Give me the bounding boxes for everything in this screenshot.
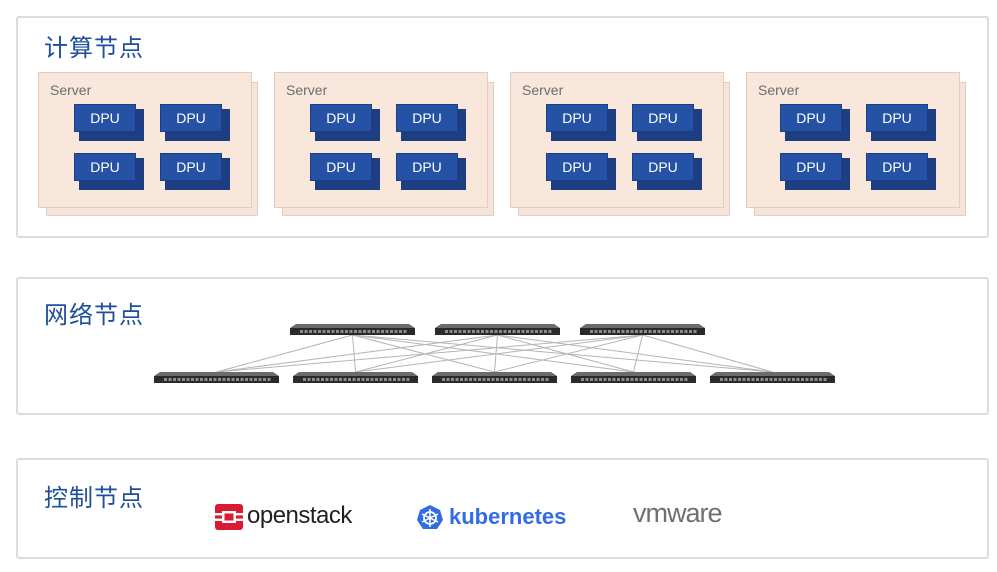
dpu-label: DPU <box>396 104 458 132</box>
dpu-card: DPU <box>74 104 144 141</box>
server-label: Server <box>522 82 564 98</box>
dpu-card: DPU <box>866 153 936 190</box>
dpu-card: DPU <box>546 153 616 190</box>
dpu-label: DPU <box>546 104 608 132</box>
dpu-card: DPU <box>160 104 230 141</box>
server: Server DPU DPU DPU DPU <box>38 72 252 208</box>
server-card: Server DPU DPU DPU DPU <box>38 72 260 218</box>
server-card: Server DPU DPU DPU DPU <box>274 72 496 218</box>
control-section: 控制节点 openstack kubernetes vmware <box>16 458 989 559</box>
network-link <box>352 334 773 373</box>
network-link <box>216 334 643 373</box>
dpu-card: DPU <box>310 104 380 141</box>
compute-section: 计算节点 Server DPU DPU DPU DPU Server DPU D… <box>16 16 989 238</box>
dpu-card: DPU <box>74 153 144 190</box>
dpu-label: DPU <box>632 153 694 181</box>
network-link <box>352 334 495 373</box>
network-link <box>352 334 634 373</box>
vmware-wordmark: vmware <box>633 498 723 528</box>
vmware-logo: vmware <box>633 498 763 528</box>
network-link <box>633 334 643 373</box>
kubernetes-logo: kubernetes <box>416 502 576 532</box>
server-card: Server DPU DPU DPU DPU <box>746 72 968 218</box>
network-link <box>642 334 773 373</box>
server-label: Server <box>50 82 92 98</box>
network-link <box>494 334 643 373</box>
server-label: Server <box>758 82 800 98</box>
dpu-label: DPU <box>780 153 842 181</box>
server-label: Server <box>286 82 328 98</box>
openstack-logo-icon <box>215 504 243 530</box>
dpu-card: DPU <box>160 153 230 190</box>
leaf-switch <box>154 372 279 383</box>
leaf-switch <box>432 372 557 383</box>
dpu-label: DPU <box>160 153 222 181</box>
dpu-card: DPU <box>546 104 616 141</box>
dpu-label: DPU <box>74 153 136 181</box>
dpu-label: DPU <box>866 153 928 181</box>
server: Server DPU DPU DPU DPU <box>274 72 488 208</box>
server-card: Server DPU DPU DPU DPU <box>510 72 732 218</box>
dpu-label: DPU <box>310 153 372 181</box>
network-link <box>497 334 634 373</box>
dpu-label: DPU <box>632 104 694 132</box>
dpu-card: DPU <box>396 153 466 190</box>
network-link <box>216 334 353 373</box>
network-link <box>497 334 773 373</box>
spine-switch <box>580 324 705 335</box>
dpu-label: DPU <box>396 153 458 181</box>
section-title-compute: 计算节点 <box>44 34 144 62</box>
kubernetes-helm-icon <box>417 505 443 529</box>
dpu-card: DPU <box>396 104 466 141</box>
dpu-label: DPU <box>780 104 842 132</box>
network-link <box>216 334 498 373</box>
dpu-card: DPU <box>780 104 850 141</box>
dpu-card: DPU <box>310 153 380 190</box>
network-topology <box>154 324 835 383</box>
spine-switch <box>435 324 560 335</box>
dpu-card: DPU <box>780 153 850 190</box>
openstack-logo: openstack <box>215 502 375 532</box>
dpu-label: DPU <box>546 153 608 181</box>
dpu-card: DPU <box>632 104 702 141</box>
leaf-switch <box>571 372 696 383</box>
section-title-control: 控制节点 <box>44 484 144 512</box>
network-section: 网络节点 <box>16 277 989 415</box>
kubernetes-wordmark: kubernetes <box>449 504 567 529</box>
section-title-network: 网络节点 <box>44 301 144 329</box>
leaf-switch <box>293 372 418 383</box>
network-link <box>355 334 643 373</box>
switch-links <box>216 334 773 373</box>
spine-switch <box>290 324 415 335</box>
server: Server DPU DPU DPU DPU <box>510 72 724 208</box>
dpu-card: DPU <box>632 153 702 190</box>
leaf-switch <box>710 372 835 383</box>
dpu-label: DPU <box>866 104 928 132</box>
openstack-wordmark: openstack <box>247 502 352 529</box>
server: Server DPU DPU DPU DPU <box>746 72 960 208</box>
dpu-label: DPU <box>160 104 222 132</box>
dpu-card: DPU <box>866 104 936 141</box>
dpu-label: DPU <box>310 104 372 132</box>
dpu-label: DPU <box>74 104 136 132</box>
